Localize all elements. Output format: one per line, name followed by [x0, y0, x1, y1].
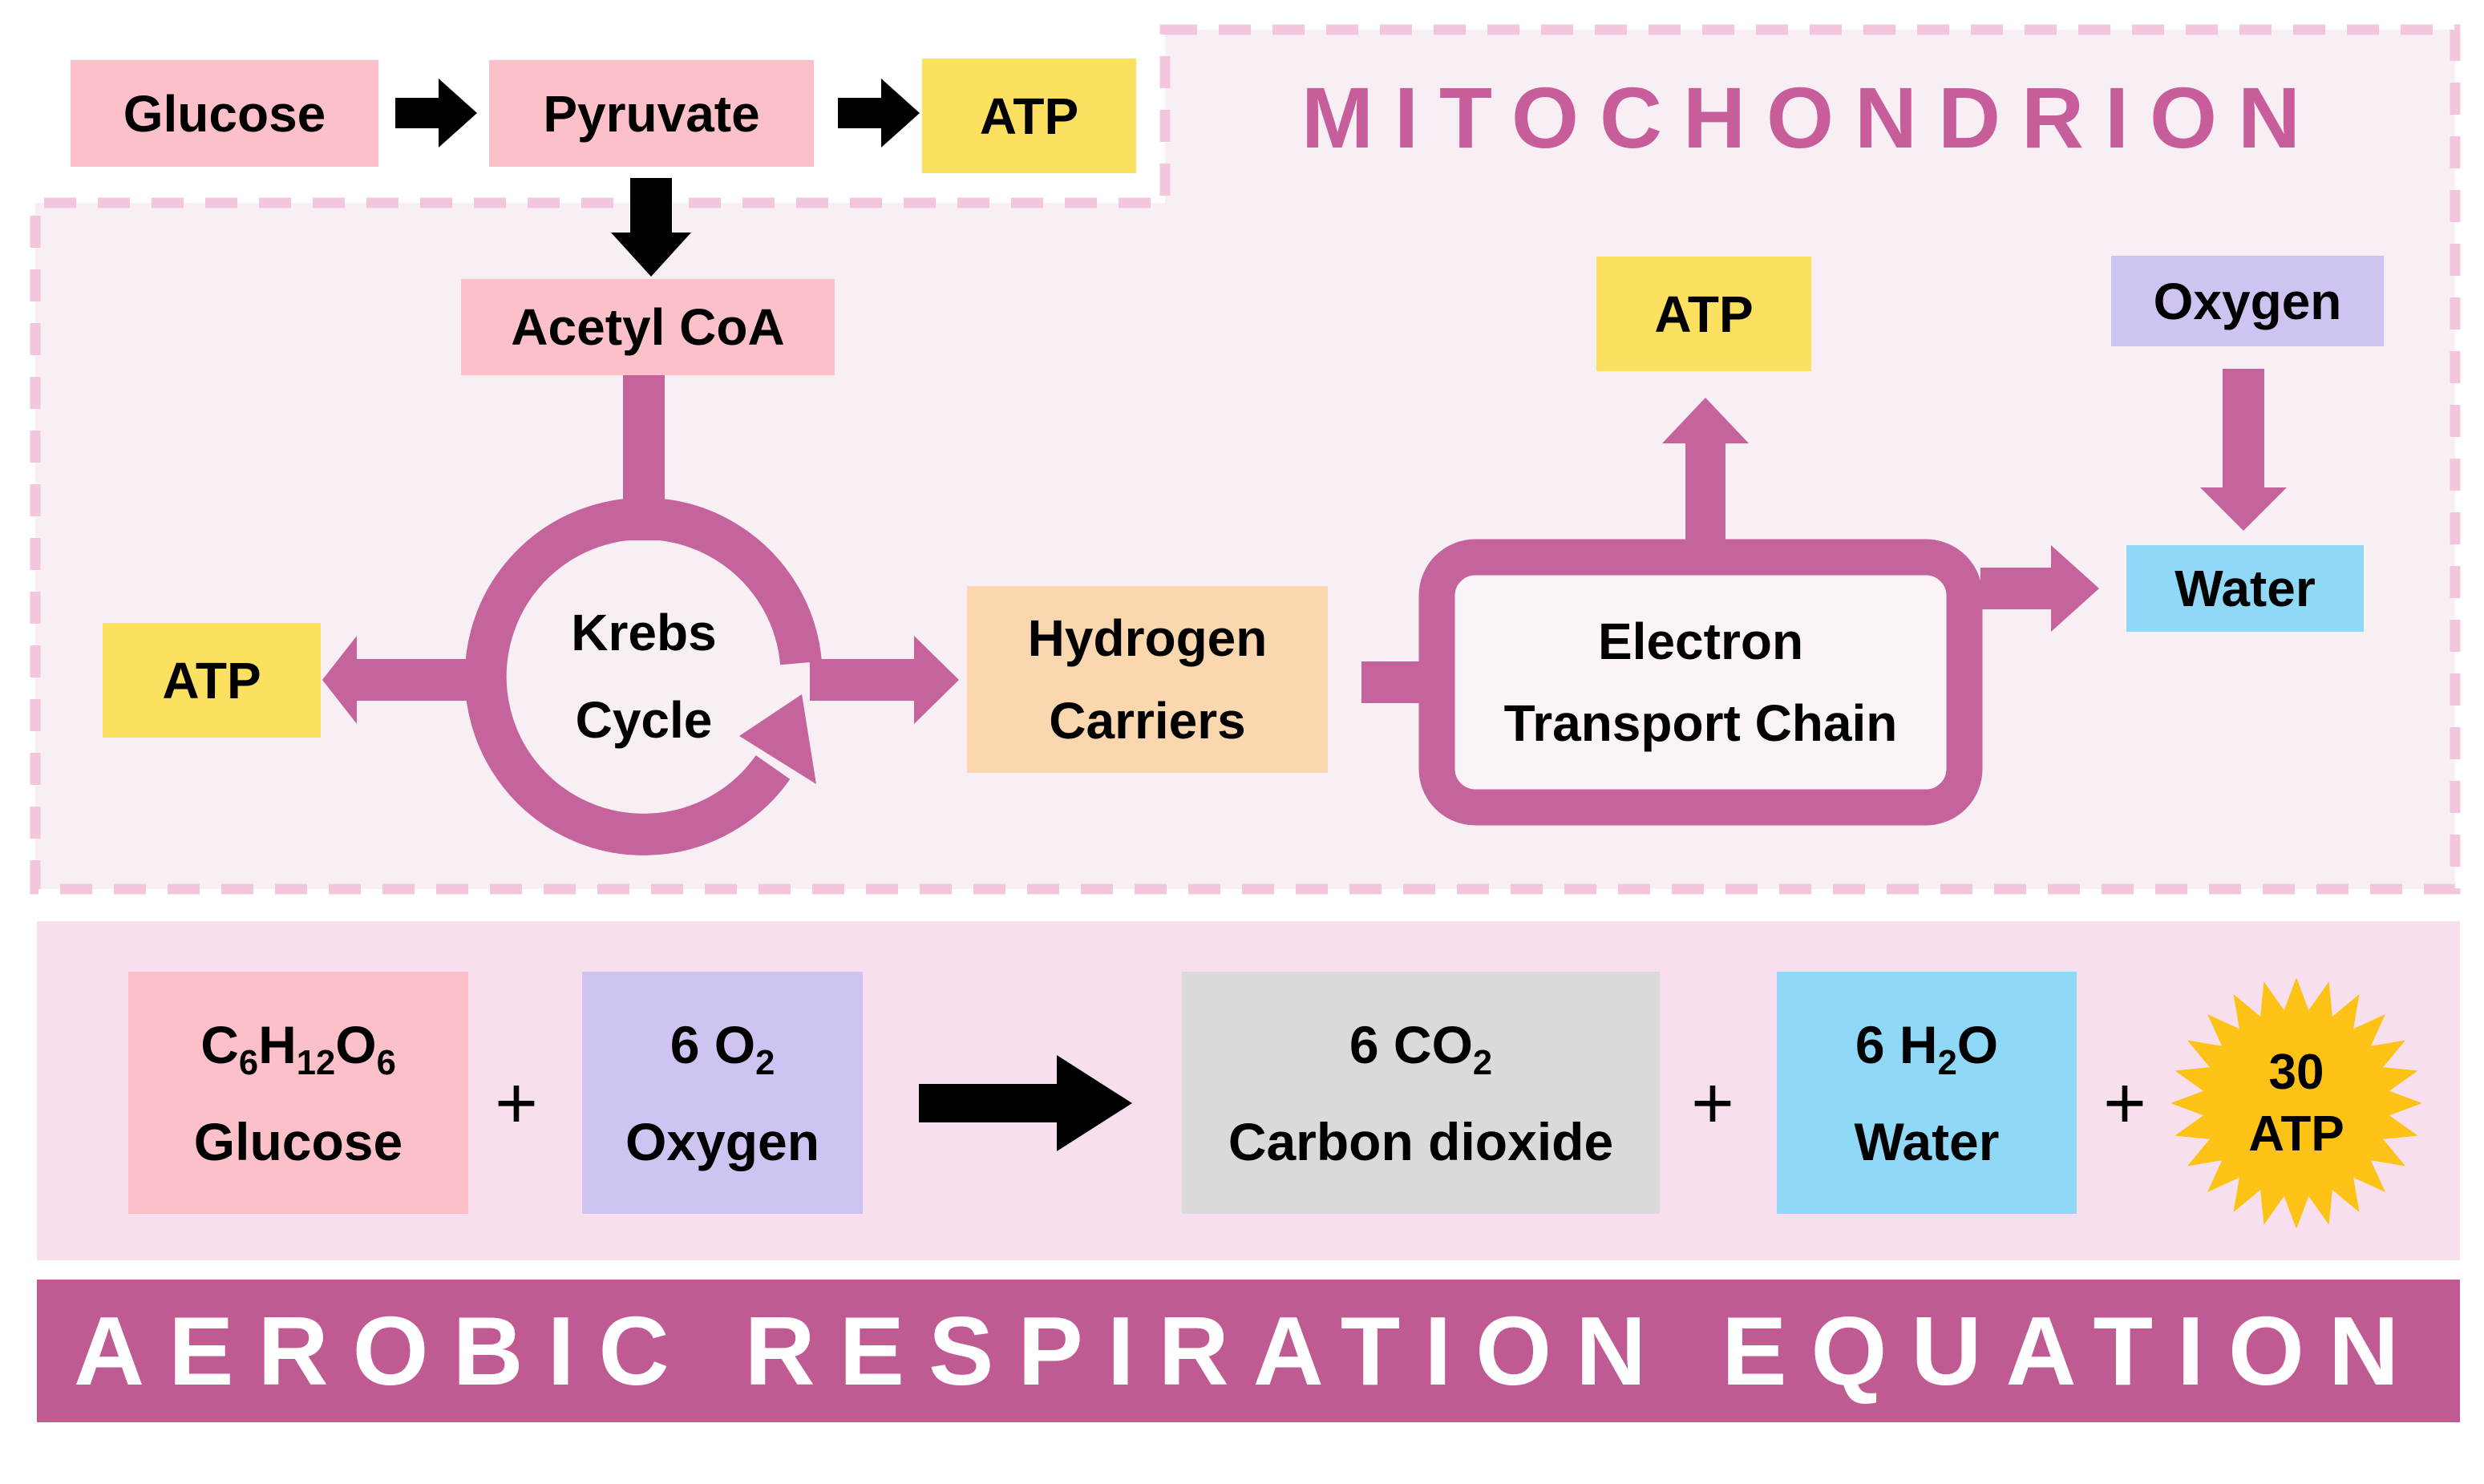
- atp-starburst: [2170, 977, 2422, 1229]
- plus-sign-3: +: [2103, 1061, 2146, 1144]
- carbon-dioxide-name: Carbon dioxide: [1228, 1111, 1614, 1171]
- water-formula: 6 H2O: [1855, 1014, 1999, 1082]
- glucose-formula: C6H12O6: [200, 1014, 396, 1082]
- equation-reaction-arrow: [919, 1055, 1132, 1151]
- equation-oxygen-box: 6 O2 Oxygen: [582, 972, 863, 1214]
- equation-carbon-dioxide-box: 6 CO2 Carbon dioxide: [1182, 972, 1660, 1214]
- banner-backdrop: [37, 1280, 2460, 1422]
- hydrogen-carriers-box: Hydrogen Carriers: [967, 586, 1328, 773]
- krebs-cycle-text: Krebs Cycle: [571, 604, 717, 749]
- pyruvate-box: Pyruvate: [489, 60, 814, 167]
- arrow-krebs-to-atp: [322, 636, 493, 724]
- atp-yield-unit: ATP: [2248, 1106, 2344, 1162]
- atp-starburst-label: 30 ATP: [2200, 1023, 2393, 1183]
- krebs-cycle-ring: [464, 497, 822, 855]
- arrow-pyruvate-to-acetylcoa: [611, 178, 691, 277]
- arrow-glucose-to-pyruvate: [395, 79, 477, 148]
- water-name: Water: [1854, 1111, 2000, 1171]
- equation-glucose-box: C6H12O6 Glucose: [128, 972, 468, 1214]
- arrow-oxygen-to-water: [2200, 369, 2287, 531]
- carbon-dioxide-formula: 6 CO2: [1349, 1014, 1493, 1082]
- equation-water-box: 6 H2O Water: [1777, 972, 2077, 1214]
- arrow-etc-to-water: [1980, 545, 2099, 632]
- acetyl-coa-box: Acetyl CoA: [461, 279, 835, 375]
- arrow-pyruvate-to-atp: [838, 79, 920, 148]
- glucose-name: Glucose: [193, 1111, 403, 1171]
- banner-title: AEROBIC RESPIRATION EQUATION: [74, 1296, 2423, 1405]
- etc-text: Electron Transport Chain: [1503, 612, 1898, 752]
- oxygen-box: Oxygen: [2111, 256, 2384, 346]
- krebs-cycle-label: Krebs Cycle: [483, 588, 804, 765]
- arrow-krebs-to-hydrogen-carriers: [810, 636, 959, 724]
- etc-frame: [1418, 539, 1983, 826]
- water-box: Water: [2126, 545, 2364, 632]
- atp-yield-number: 30: [2268, 1044, 2324, 1100]
- mitochondrion-title: MITOCHONDRION: [1301, 69, 2321, 166]
- plus-sign-2: +: [1691, 1061, 1734, 1144]
- krebs-atp-box: ATP: [103, 623, 321, 738]
- glycolysis-atp-box: ATP: [922, 59, 1136, 173]
- krebs-cycle-arrowhead: [739, 694, 816, 784]
- glucose-box: Glucose: [71, 60, 378, 167]
- plus-sign-1: +: [495, 1061, 538, 1144]
- oxygen-formula: 6 O2: [670, 1014, 775, 1082]
- oxygen-name: Oxygen: [625, 1111, 820, 1171]
- etc-label: Electron Transport Chain: [1451, 563, 1950, 802]
- arrow-etc-to-atp: [1662, 398, 1749, 555]
- etc-atp-box: ATP: [1596, 257, 1811, 371]
- hydrogen-carriers-text: Hydrogen Carriers: [1027, 609, 1268, 750]
